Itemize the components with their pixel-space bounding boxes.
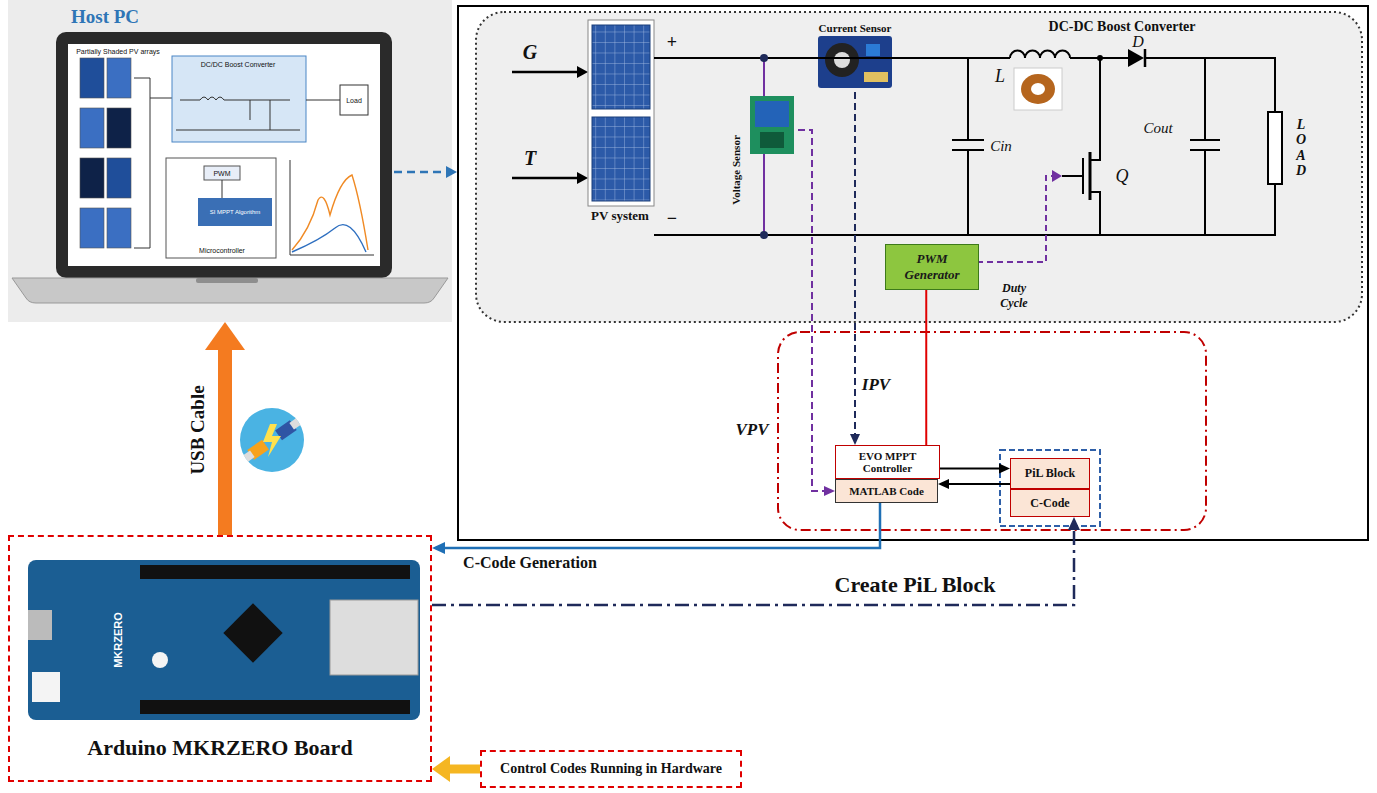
arrow-head xyxy=(824,486,835,496)
node-label: MATLAB Code xyxy=(849,485,924,497)
node-label: EVO MPPT Controller xyxy=(842,450,933,474)
screen-text: Microcontroller xyxy=(199,247,245,254)
node-label: Host PC xyxy=(71,6,139,28)
arrow-head xyxy=(432,542,445,554)
host-pc: Host PC xyxy=(8,0,452,322)
connector-line xyxy=(218,344,232,535)
connector-line xyxy=(947,483,1010,485)
connector-line xyxy=(446,765,480,774)
edge-label: USB Cable xyxy=(187,385,209,474)
connector-line xyxy=(925,290,927,445)
node-label: PiL Block xyxy=(1025,466,1075,481)
connector-line xyxy=(940,468,1001,470)
pv-system: PV system xyxy=(574,16,668,228)
code-box: C-Code xyxy=(1010,489,1090,517)
edge-label: IPV xyxy=(862,375,890,395)
arrow-head xyxy=(205,322,245,350)
connector xyxy=(940,464,1010,474)
controller-box: EVO MPPT Controller xyxy=(835,445,940,479)
signal-name: Duty Cycle xyxy=(992,281,1036,311)
section-title: DC-DC Boost Converter xyxy=(1049,19,1196,35)
screen-text: Load xyxy=(346,97,362,104)
note-box: Control Codes Running in Hardware xyxy=(480,750,742,788)
system-panel xyxy=(458,6,1368,540)
arduino-illustration xyxy=(28,560,420,720)
screen-text: SI MPPT Algorithm xyxy=(210,209,261,215)
connector xyxy=(850,92,860,445)
connector xyxy=(926,290,927,445)
arrow-head xyxy=(432,756,450,782)
connector-line xyxy=(854,92,856,436)
node-label: C-Code xyxy=(1030,496,1069,511)
screen-text: Partially Shaded PV arrays xyxy=(76,48,160,55)
current-sensor: Current Sensor xyxy=(810,16,900,92)
connector xyxy=(432,503,880,554)
arrow-head xyxy=(850,434,860,445)
component-label: Cin xyxy=(990,138,1012,155)
connector xyxy=(798,130,835,496)
pil-block: PiL Block xyxy=(1010,458,1090,489)
polarity-sign: + xyxy=(667,32,677,53)
component-label: L xyxy=(995,66,1005,87)
component-label: Q xyxy=(1116,166,1129,187)
connector xyxy=(432,517,1080,605)
pv-circuit xyxy=(512,20,1282,262)
arrow-head xyxy=(1068,517,1080,530)
connector xyxy=(205,322,245,535)
polarity-sign: − xyxy=(667,208,677,229)
arrow-head xyxy=(938,479,949,489)
arduino-board: Arduino MKRZERO Board xyxy=(8,535,432,782)
component-label: Cout xyxy=(1143,120,1172,137)
node-label: PWM Generator xyxy=(892,251,972,283)
edge-label: Create PiL Block xyxy=(835,572,996,598)
node-label: Voltage Sensor xyxy=(730,135,742,205)
edge-label: VPV xyxy=(735,420,768,440)
voltage-sensor: Voltage Sensor xyxy=(724,92,798,232)
screen-text: DC/DC Boost Converter xyxy=(201,61,276,68)
usb-icon xyxy=(240,408,304,472)
screen-text: PWM xyxy=(213,170,230,177)
connector-line xyxy=(442,503,880,548)
connector-line xyxy=(798,130,826,491)
node-label: Current Sensor xyxy=(819,22,892,34)
component-label: LOAD xyxy=(1294,117,1308,179)
code-box: MATLAB Code xyxy=(835,479,938,503)
node-label: Control Codes Running in Hardware xyxy=(500,761,722,777)
pwm-generator: PWM Generator xyxy=(885,244,979,290)
input-symbol: T xyxy=(524,147,536,170)
connector xyxy=(432,756,480,782)
connector xyxy=(938,479,1010,489)
board-print: MKRZERO xyxy=(112,612,124,668)
node-label: Arduino MKRZERO Board xyxy=(87,735,352,761)
node-label: PV system xyxy=(591,208,649,224)
component-label: D xyxy=(1132,33,1144,51)
edge-label: C-Code Generation xyxy=(463,554,597,572)
connector-line xyxy=(432,527,1074,605)
input-symbol: G xyxy=(523,41,537,64)
host-pc-illustration xyxy=(8,0,457,322)
arrow-head xyxy=(999,464,1010,474)
